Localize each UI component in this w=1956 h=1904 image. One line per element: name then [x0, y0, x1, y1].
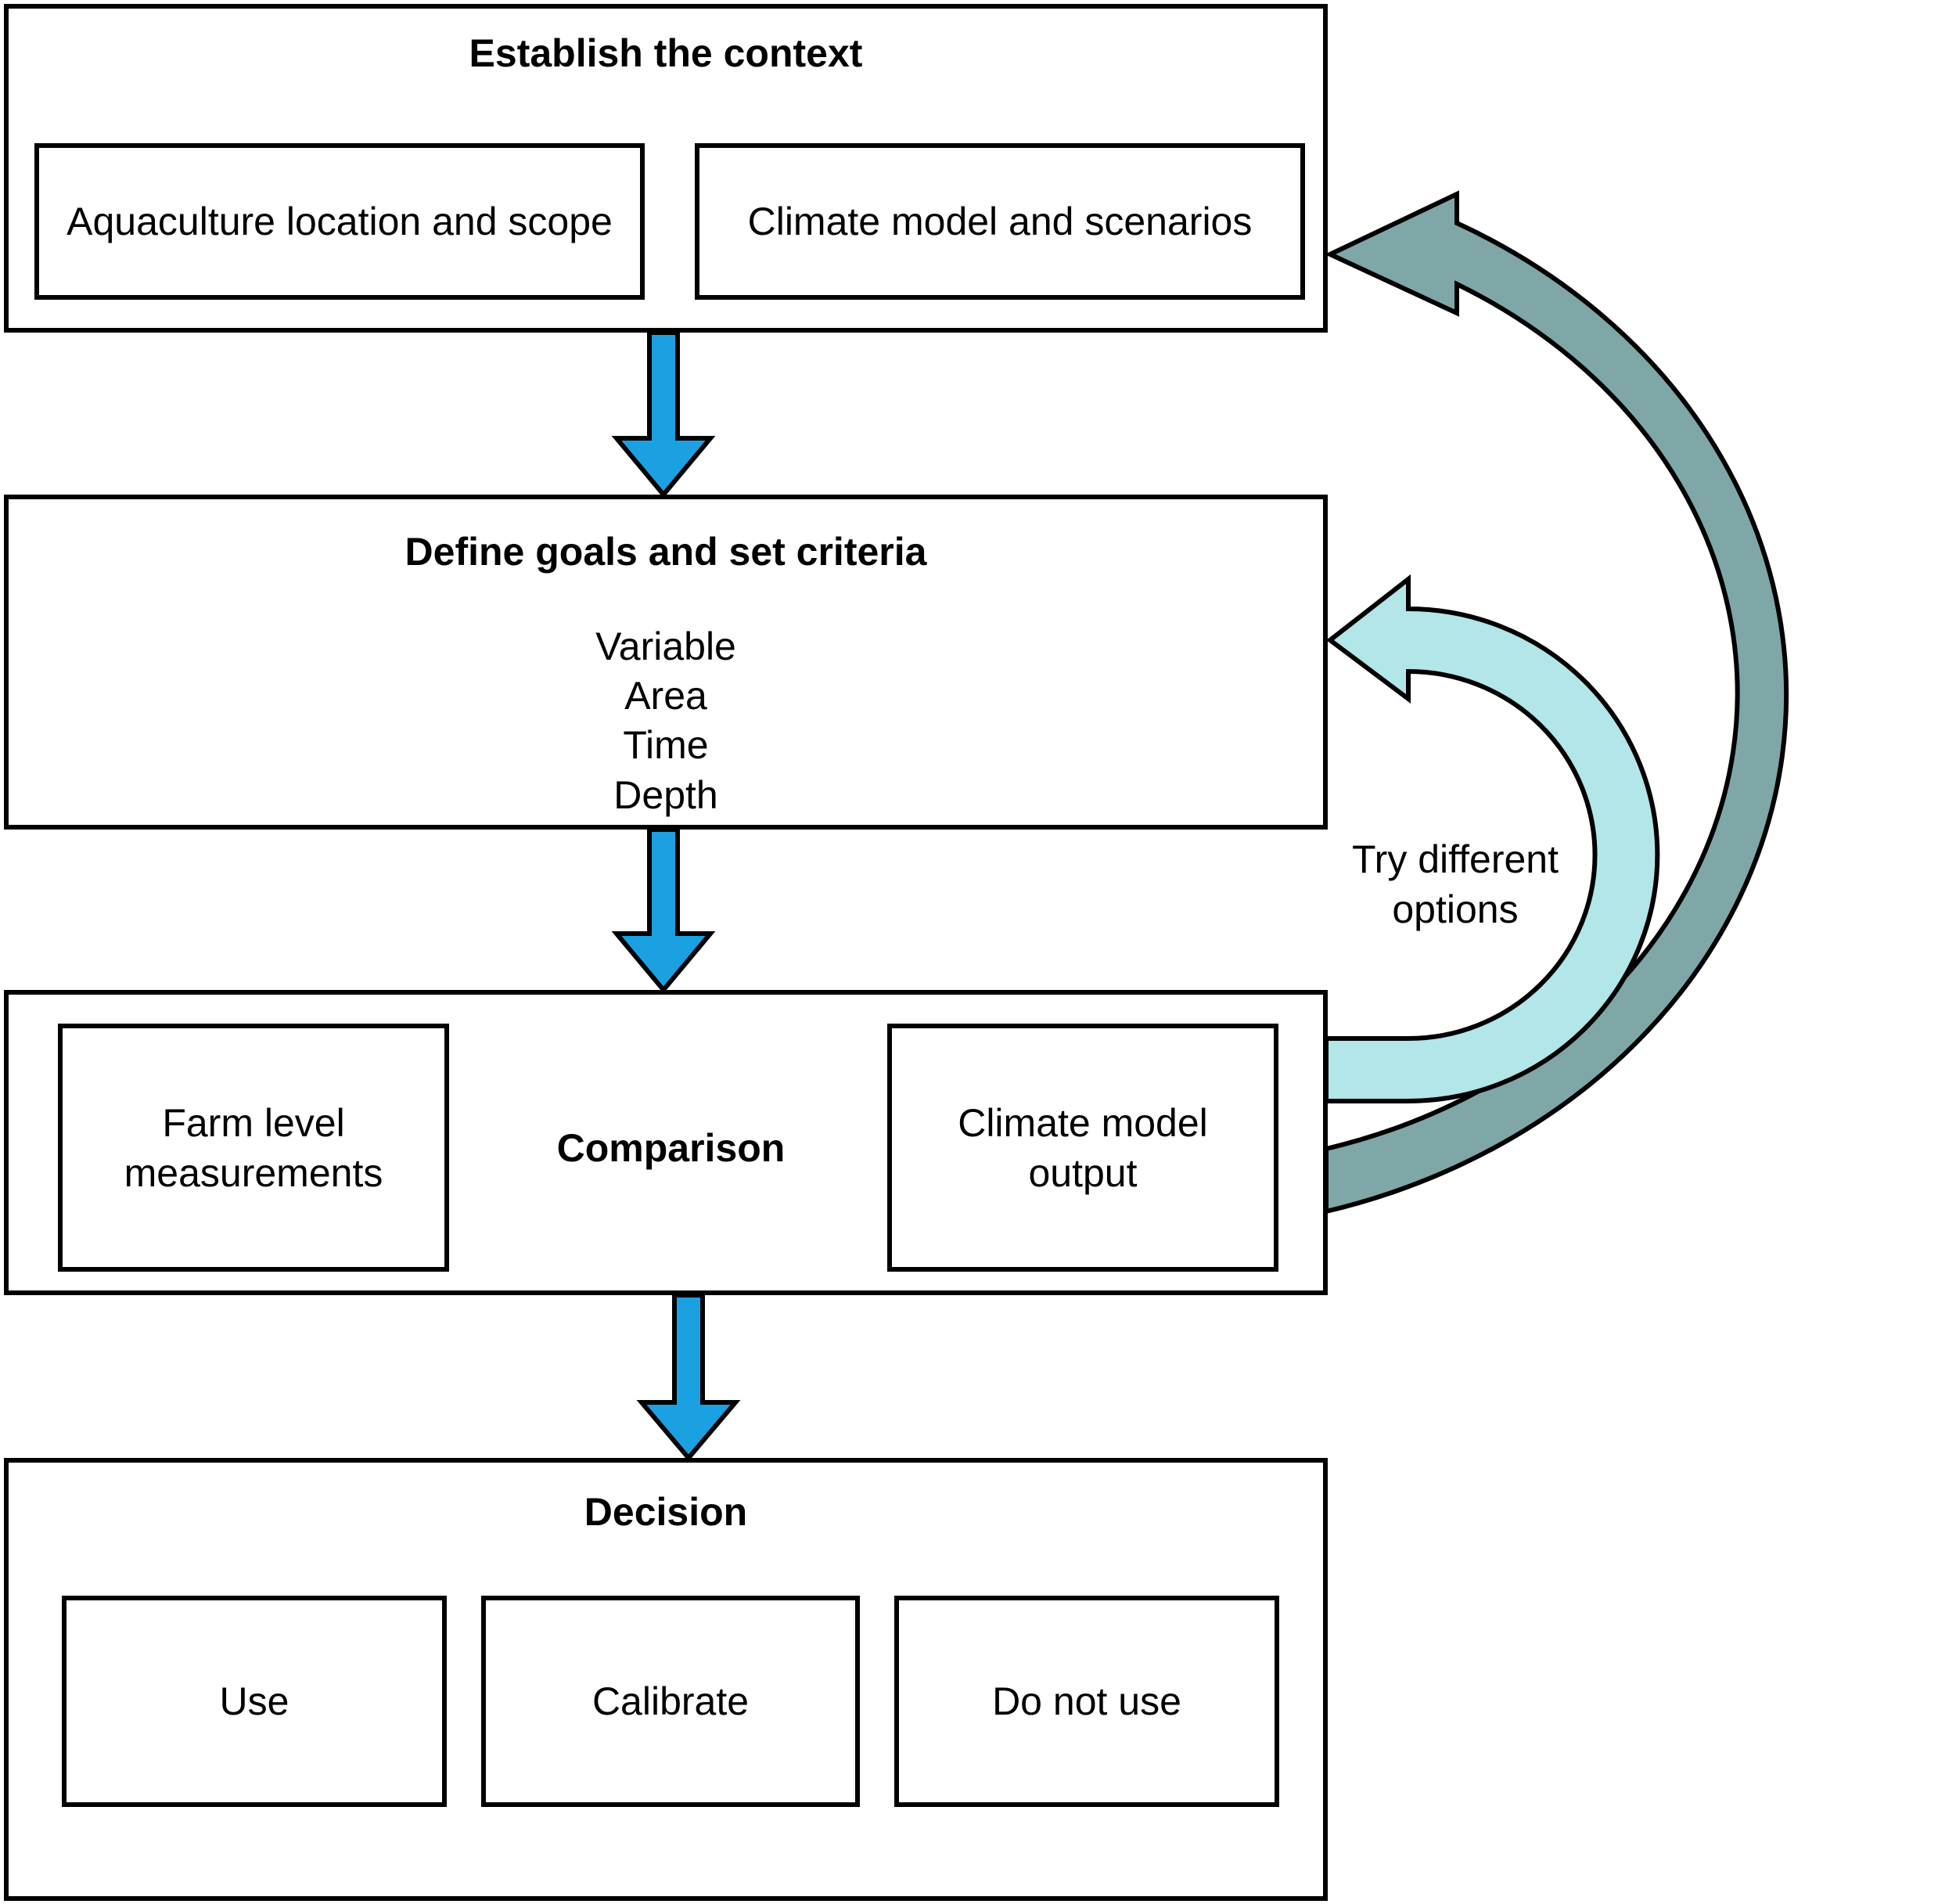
decision-option-calibrate: Calibrate — [481, 1596, 860, 1807]
loop-label-line-1: Try different — [1352, 837, 1559, 881]
context-item-climate-model-label: Climate model and scenarios — [747, 200, 1253, 243]
criterion-item: Time — [623, 723, 709, 767]
context-item-climate-model: Climate model and scenarios — [695, 143, 1305, 300]
decision-option-do-not-use-label: Do not use — [992, 1679, 1181, 1723]
context-title: Establish the context — [469, 31, 863, 75]
decision-option-use-label: Use — [219, 1679, 289, 1723]
goals-title: Define goals and set criteria — [405, 530, 927, 574]
farm-measurements-box: Farm level measurements — [58, 1024, 449, 1272]
decision-title: Decision — [584, 1490, 748, 1534]
loop-label-line-2: options — [1392, 887, 1519, 931]
flow-arrow-comparison-to-decision — [636, 1293, 741, 1462]
climate-output-line-1: Climate model — [958, 1100, 1208, 1145]
climate-output-box: Climate model output — [887, 1024, 1278, 1272]
context-item-location-label: Aquaculture location and scope — [67, 200, 613, 243]
decision-option-do-not-use: Do not use — [894, 1596, 1279, 1807]
farm-measurements-line-1: Farm level — [162, 1100, 345, 1145]
flow-arrow-goals-to-comparison — [611, 827, 716, 994]
decision-option-calibrate-label: Calibrate — [591, 1679, 750, 1723]
context-item-location: Aquaculture location and scope — [34, 143, 645, 300]
decision-section: Decision Use Calibrate Do not use — [4, 1458, 1328, 1901]
criterion-item: Variable — [595, 624, 736, 668]
loop-label: Try different options — [1314, 834, 1596, 934]
comparison-title: Comparison — [556, 1126, 786, 1170]
context-section: Establish the context Aquaculture locati… — [4, 4, 1328, 333]
inner-loop-arrow — [1324, 574, 1660, 1103]
climate-output-line-2: output — [1028, 1150, 1138, 1195]
farm-measurements-line-2: measurements — [124, 1150, 383, 1195]
criterion-item: Depth — [613, 773, 718, 817]
criterion-item: Area — [624, 674, 707, 718]
goals-section: Define goals and set criteria Variable A… — [4, 495, 1328, 830]
decision-option-use: Use — [62, 1596, 447, 1807]
outer-loop-arrow — [1324, 190, 1789, 1215]
comparison-section: Farm level measurements Comparison Clima… — [4, 990, 1328, 1295]
flow-arrow-context-to-goals — [611, 330, 716, 498]
